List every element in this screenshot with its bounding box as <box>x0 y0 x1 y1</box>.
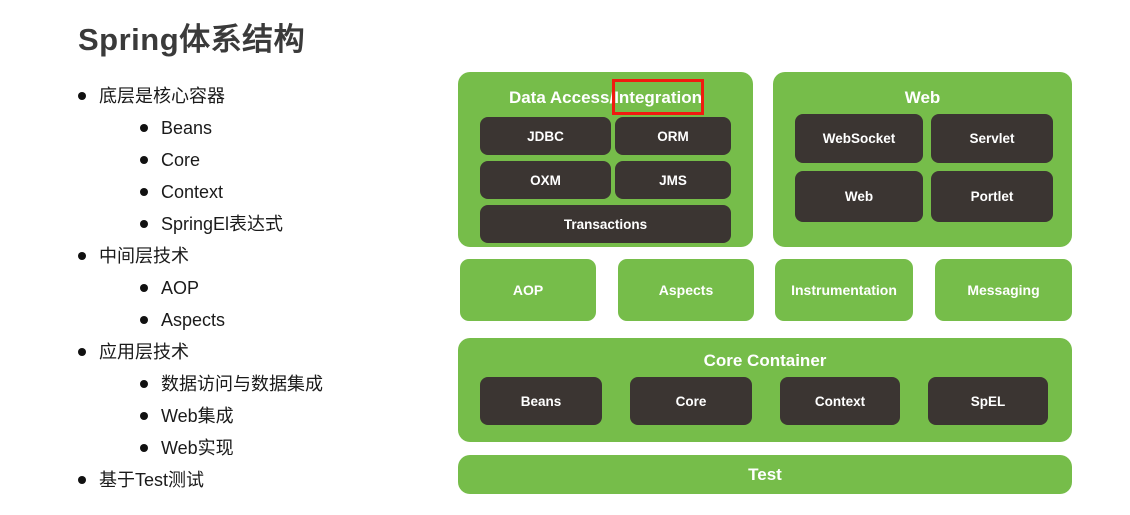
module-servlet[interactable]: Servlet <box>931 114 1053 163</box>
module-instrumentation[interactable]: Instrumentation <box>775 259 913 321</box>
group-web-title: Web <box>904 88 941 107</box>
page-title: Spring体系结构 <box>78 22 306 57</box>
middle-module-row: AOP Aspects Instrumentation Messaging <box>458 259 1072 323</box>
bullet-icon <box>140 220 148 228</box>
module-spel[interactable]: SpEL <box>928 377 1048 425</box>
group-test-label: Test <box>748 465 782 484</box>
spring-architecture-diagram: Data Access/Integration JDBC ORM OXM JMS… <box>458 72 1072 494</box>
outline-list: 底层是核心容器 Beans Core Context SpringEl表达式 中… <box>78 80 428 496</box>
list-item: Core <box>78 144 428 176</box>
module-web[interactable]: Web <box>795 171 923 222</box>
bullet-icon <box>140 156 148 164</box>
list-item: Aspects <box>78 304 428 336</box>
list-item-label: Core <box>161 150 201 170</box>
group-test: Test <box>458 455 1072 494</box>
module-orm[interactable]: ORM <box>615 117 731 155</box>
group-data-access-integration: Data Access/Integration JDBC ORM OXM JMS… <box>458 72 753 247</box>
list-item: Web实现 <box>78 432 428 464</box>
list-item: 中间层技术 <box>78 240 428 272</box>
bullet-icon <box>140 284 148 292</box>
bullet-icon <box>140 316 148 324</box>
bullet-icon <box>140 444 148 452</box>
module-transactions[interactable]: Transactions <box>480 205 731 243</box>
list-item-label: Web集成 <box>161 406 234 426</box>
bullet-icon <box>140 412 148 420</box>
bullet-icon <box>140 380 148 388</box>
list-item-label: Beans <box>161 118 213 138</box>
bullet-icon <box>78 348 86 356</box>
bullet-icon <box>140 124 148 132</box>
group-title-separator: / <box>609 88 615 107</box>
module-context[interactable]: Context <box>780 377 900 425</box>
list-item: 数据访问与数据集成 <box>78 368 428 400</box>
module-oxm[interactable]: OXM <box>480 161 611 199</box>
group-core-container: Core Container Beans Core Context SpEL <box>458 338 1072 442</box>
list-item: 底层是核心容器 <box>78 80 428 112</box>
bullet-icon <box>78 92 86 100</box>
list-item: 应用层技术 <box>78 336 428 368</box>
module-portlet[interactable]: Portlet <box>931 171 1053 222</box>
list-item-label: AOP <box>161 278 200 298</box>
list-item: AOP <box>78 272 428 304</box>
list-item: Web集成 <box>78 400 428 432</box>
bullet-icon <box>78 252 86 260</box>
list-item: SpringEl表达式 <box>78 208 428 240</box>
list-item-label: 数据访问与数据集成 <box>161 374 323 394</box>
list-item: Context <box>78 176 428 208</box>
list-item-label: 中间层技术 <box>99 246 189 266</box>
list-item-label: Context <box>161 182 224 202</box>
module-jms[interactable]: JMS <box>615 161 731 199</box>
group-title-prefix: Data Access <box>508 88 610 107</box>
module-websocket[interactable]: WebSocket <box>795 114 923 163</box>
list-item-label: 底层是核心容器 <box>99 86 225 106</box>
group-web: Web WebSocket Servlet Web Portlet <box>773 72 1072 247</box>
group-core-container-title: Core Container <box>703 351 827 370</box>
group-data-access-title: Data Access/Integration <box>458 79 753 115</box>
list-item: Beans <box>78 112 428 144</box>
bullet-icon <box>78 476 86 484</box>
module-beans[interactable]: Beans <box>480 377 602 425</box>
list-item: 基于Test测试 <box>78 464 428 496</box>
group-title-integration: Integration <box>614 88 703 107</box>
list-item-label: 基于Test测试 <box>99 470 205 490</box>
module-aop[interactable]: AOP <box>460 259 596 321</box>
module-core[interactable]: Core <box>630 377 752 425</box>
module-jdbc[interactable]: JDBC <box>480 117 611 155</box>
outline-panel: Spring体系结构 底层是核心容器 Beans Core Context Sp… <box>0 0 440 515</box>
list-item-label: SpringEl表达式 <box>161 214 284 234</box>
list-item-label: 应用层技术 <box>99 342 189 362</box>
list-item-label: Web实现 <box>161 438 234 458</box>
bullet-icon <box>140 188 148 196</box>
module-aspects[interactable]: Aspects <box>618 259 754 321</box>
module-messaging[interactable]: Messaging <box>935 259 1072 321</box>
list-item-label: Aspects <box>161 310 226 330</box>
